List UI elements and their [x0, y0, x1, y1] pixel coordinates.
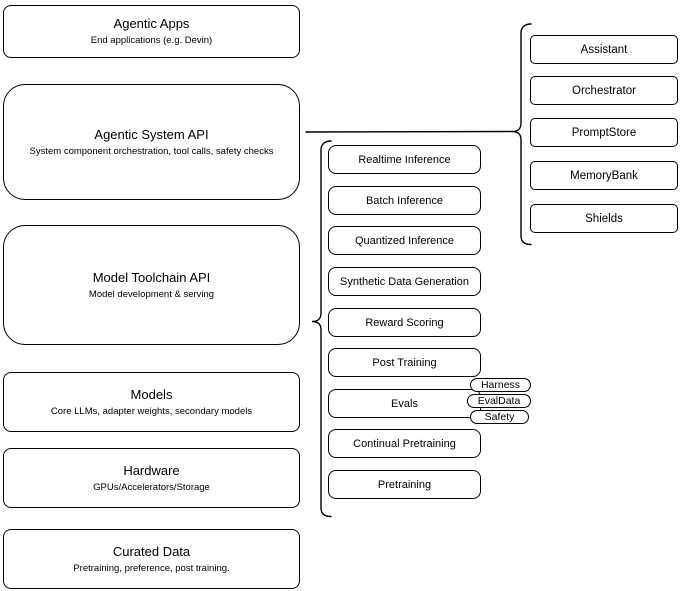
tag-label: EvalData — [477, 395, 521, 407]
node-subtitle: System component orchestration, tool cal… — [29, 145, 274, 157]
node-orchestrator: Orchestrator — [530, 76, 678, 105]
node-agentic-apps: Agentic Apps End applications (e.g. Devi… — [3, 5, 300, 58]
node-models: Models Core LLMs, adapter weights, secon… — [3, 372, 300, 432]
node-title: Models — [130, 386, 173, 402]
node-title: Model Toolchain API — [92, 269, 211, 285]
node-label: MemoryBank — [570, 169, 638, 182]
node-subtitle: Core LLMs, adapter weights, secondary mo… — [50, 405, 253, 417]
tag-safety: Safety — [470, 410, 529, 424]
node-curated-data: Curated Data Pretraining, preference, po… — [3, 529, 300, 589]
node-label: Batch Inference — [365, 194, 444, 207]
toolchain-brace — [311, 140, 332, 518]
node-reward-scoring: Reward Scoring — [328, 308, 481, 337]
node-agentic-system-api: Agentic System API System component orch… — [3, 84, 300, 200]
node-subtitle: GPUs/Accelerators/Storage — [93, 481, 210, 493]
node-label: Reward Scoring — [365, 316, 444, 329]
tag-label: Harness — [480, 379, 521, 391]
node-assistant: Assistant — [530, 35, 678, 64]
node-subtitle: Model development & serving — [88, 288, 215, 300]
tag-evaldata: EvalData — [467, 394, 531, 408]
node-subtitle: Pretraining, preference, post training. — [73, 562, 230, 574]
system-api-to-components-line — [305, 130, 513, 133]
node-label: Quantized Inference — [354, 234, 455, 247]
node-subtitle: End applications (e.g. Devin) — [90, 35, 213, 46]
node-label: Assistant — [580, 43, 628, 56]
components-brace — [511, 23, 532, 246]
node-label: Pretraining — [377, 478, 432, 491]
node-pretraining: Pretraining — [328, 470, 481, 499]
node-label: Continual Pretraining — [353, 437, 456, 450]
node-label: Realtime Inference — [358, 153, 451, 166]
node-hardware: Hardware GPUs/Accelerators/Storage — [3, 448, 300, 508]
node-continual-pretraining: Continual Pretraining — [328, 429, 481, 458]
node-shields: Shields — [530, 204, 678, 233]
tag-harness: Harness — [470, 378, 531, 392]
node-evals: Evals — [328, 389, 481, 418]
node-post-training: Post Training — [328, 348, 481, 377]
node-memorybank: MemoryBank — [530, 161, 678, 190]
node-label: PromptStore — [571, 126, 637, 139]
node-title: Agentic System API — [94, 126, 209, 142]
node-promptstore: PromptStore — [530, 118, 678, 147]
node-label: Synthetic Data Generation — [339, 275, 470, 288]
node-title: Curated Data — [112, 543, 191, 559]
node-label: Orchestrator — [572, 84, 636, 97]
node-title: Agentic Apps — [113, 16, 190, 31]
node-realtime-inference: Realtime Inference — [328, 145, 481, 174]
node-quantized-inference: Quantized Inference — [328, 226, 481, 255]
node-label: Shields — [585, 212, 623, 225]
node-model-toolchain-api: Model Toolchain API Model development & … — [3, 225, 300, 345]
node-synthetic-data-generation: Synthetic Data Generation — [328, 267, 481, 296]
node-label: Post Training — [372, 356, 437, 369]
node-batch-inference: Batch Inference — [328, 186, 481, 215]
node-label: Evals — [391, 397, 418, 410]
node-title: Hardware — [123, 462, 180, 478]
tag-label: Safety — [484, 411, 515, 423]
